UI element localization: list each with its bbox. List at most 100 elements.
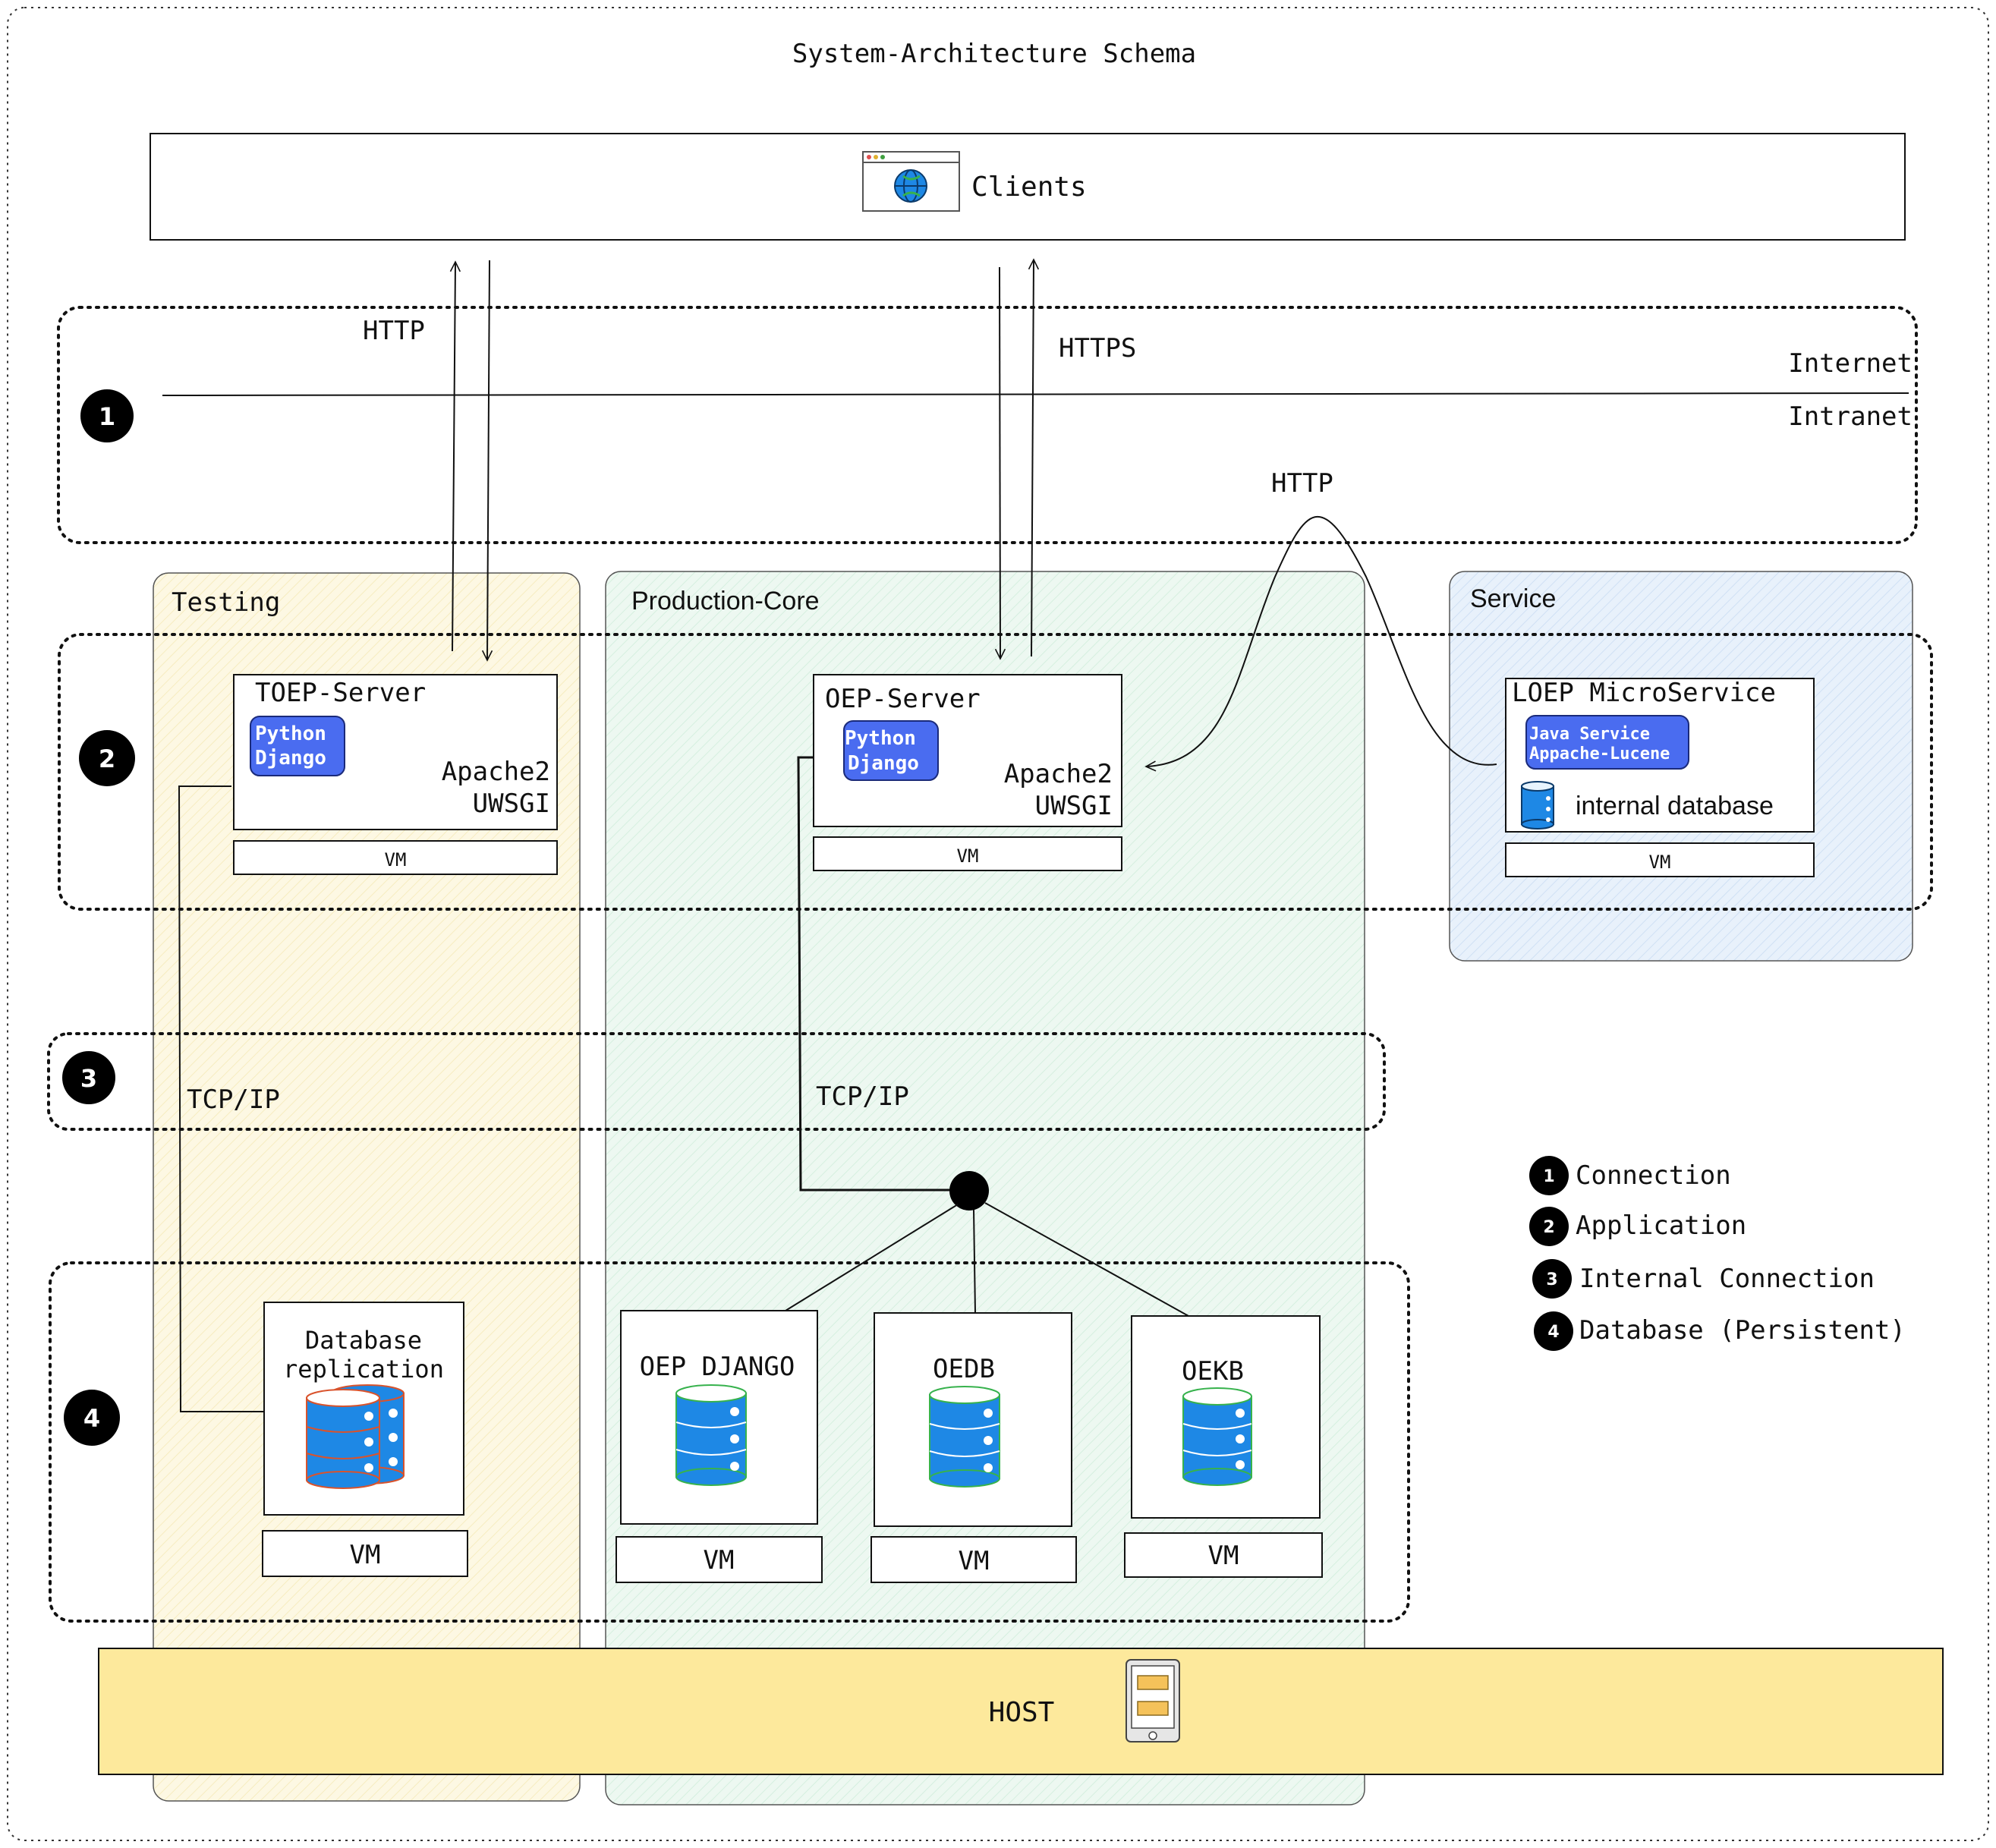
internet-label: Internet [1788, 348, 1913, 379]
intranet-label: Intranet [1788, 401, 1913, 432]
arrow-service-to-oep [1146, 515, 1497, 767]
layer-badge-4: 4 [64, 1390, 120, 1446]
hub-to-oedb [973, 1209, 976, 1314]
toep-server: TOEP-Server Python Django Apache2 UWSGI [233, 674, 558, 830]
db-oedb-vm: VM [870, 1536, 1077, 1583]
zone-production-label: Production-Core [631, 587, 820, 615]
svg-text:Database (Persistent): Database (Persistent) [1579, 1315, 1906, 1346]
db-oedb: OEDB [874, 1312, 1072, 1527]
http-label-service: HTTP [1271, 468, 1333, 499]
loep-vm: VM [1505, 842, 1815, 877]
tcp-line-production [797, 756, 965, 1192]
legend-item-connection: 1 Connection [1529, 1156, 1731, 1195]
internet-intranet-divider [162, 392, 1909, 396]
db-oekb: OEKB [1131, 1315, 1321, 1519]
loep-title: LOEP MicroService [1512, 678, 1776, 708]
oep-server: OEP-Server Python Django Apache2 UWSGI [813, 674, 1122, 827]
host-label: HOST [989, 1697, 1055, 1728]
oep-django-database-icon [675, 1384, 747, 1486]
svg-text:Java Service: Java Service [1529, 725, 1650, 744]
svg-text:VM: VM [957, 845, 979, 867]
svg-text:VM: VM [385, 849, 407, 870]
legend: 1 Connection 2 Application 3 Internal Co… [1529, 1156, 1906, 1351]
db-oep-django: OEP DJANGO [620, 1310, 818, 1525]
diagram-title: System-Architecture Schema [792, 39, 1196, 69]
server-device-icon [1126, 1659, 1180, 1743]
arrow-clients-to-toep [487, 260, 490, 660]
db-oep-django-vm: VM [615, 1536, 823, 1583]
svg-text:Python: Python [255, 723, 326, 745]
svg-text:4: 4 [1547, 1323, 1559, 1342]
loep-java-lucene-badge [1525, 715, 1689, 770]
svg-text:VM: VM [1649, 852, 1671, 873]
network-hub [949, 1171, 989, 1210]
db-oedb-label: OEDB [933, 1354, 995, 1384]
db-oep-django-label: OEP DJANGO [640, 1352, 795, 1382]
oep-server-title: OEP-Server [825, 684, 981, 714]
svg-text:3: 3 [1546, 1270, 1557, 1289]
layer-band-3 [47, 1032, 1386, 1131]
svg-text:Django: Django [255, 747, 326, 770]
http-label-left: HTTP [363, 316, 425, 346]
clients-label: Clients [971, 172, 1087, 203]
hub-to-oep-django [785, 1204, 959, 1311]
svg-text:3: 3 [80, 1064, 97, 1093]
internal-database-label: internal database [1576, 792, 1774, 820]
svg-text:4: 4 [83, 1404, 100, 1433]
db-replication-line1: Database [305, 1326, 422, 1355]
svg-text:VM: VM [1208, 1541, 1239, 1571]
svg-text:Connection: Connection [1576, 1160, 1731, 1191]
hub-to-oekb [984, 1202, 1189, 1317]
svg-text:2: 2 [1543, 1218, 1554, 1237]
toep-stack-apache: Apache2 [442, 757, 550, 787]
legend-item-internal-connection: 3 Internal Connection [1532, 1259, 1875, 1299]
svg-text:Python: Python [845, 727, 916, 750]
oep-python-django-badge [843, 720, 939, 781]
layer-band-4 [49, 1261, 1410, 1623]
svg-text:VM: VM [350, 1540, 381, 1570]
host-bar: HOST [98, 1648, 1944, 1775]
layer-badge-3: 3 [62, 1051, 115, 1104]
svg-text:2: 2 [99, 745, 115, 773]
legend-item-database: 4 Database (Persistent) [1534, 1311, 1906, 1351]
db-oekb-vm: VM [1124, 1532, 1323, 1578]
toep-vm: VM [233, 840, 558, 875]
layer-band-2 [58, 633, 1933, 911]
zone-testing-label: Testing [172, 587, 280, 618]
arrow-oep-to-clients [1031, 260, 1034, 657]
db-oekb-label: OEKB [1182, 1356, 1244, 1387]
zone-testing [153, 572, 581, 1802]
oep-stack-uwsgi: UWSGI [1035, 791, 1113, 821]
toep-stack-uwsgi: UWSGI [473, 789, 550, 819]
legend-item-application: 2 Application [1529, 1207, 1746, 1246]
oep-vm: VM [813, 836, 1122, 871]
tcp-label-testing: TCP/IP [187, 1085, 280, 1115]
svg-text:VM: VM [959, 1546, 990, 1576]
db-replication-line2: replication [283, 1355, 444, 1384]
replicated-database-icon [306, 1384, 405, 1489]
internal-database-icon [1521, 781, 1554, 830]
layer-badge-1: 1 [80, 389, 134, 442]
svg-text:VM: VM [704, 1545, 735, 1576]
oekb-database-icon [1182, 1387, 1252, 1486]
oedb-database-icon [929, 1386, 1000, 1488]
tcp-label-production: TCP/IP [816, 1081, 909, 1112]
toep-server-title: TOEP-Server [255, 678, 426, 708]
svg-text:Internal Connection: Internal Connection [1579, 1264, 1875, 1294]
layer-badge-2: 2 [79, 730, 135, 786]
svg-text:Application: Application [1576, 1210, 1746, 1241]
svg-text:1: 1 [99, 402, 115, 431]
zone-service-label: Service [1470, 584, 1556, 613]
db-replication-vm: VM [262, 1530, 468, 1577]
svg-text:Appache-Lucene: Appache-Lucene [1529, 745, 1670, 763]
svg-text:1: 1 [1543, 1167, 1554, 1186]
browser-globe-icon [862, 151, 960, 212]
tcp-line-testing [178, 785, 264, 1412]
layer-band-1 [57, 306, 1918, 544]
svg-text:Django: Django [848, 752, 919, 775]
database-replication: Database replication [263, 1302, 464, 1516]
toep-python-django-badge [250, 716, 345, 776]
https-label: HTTPS [1059, 333, 1136, 364]
arrow-toep-to-clients [452, 262, 455, 652]
clients-box: Clients [150, 133, 1906, 241]
